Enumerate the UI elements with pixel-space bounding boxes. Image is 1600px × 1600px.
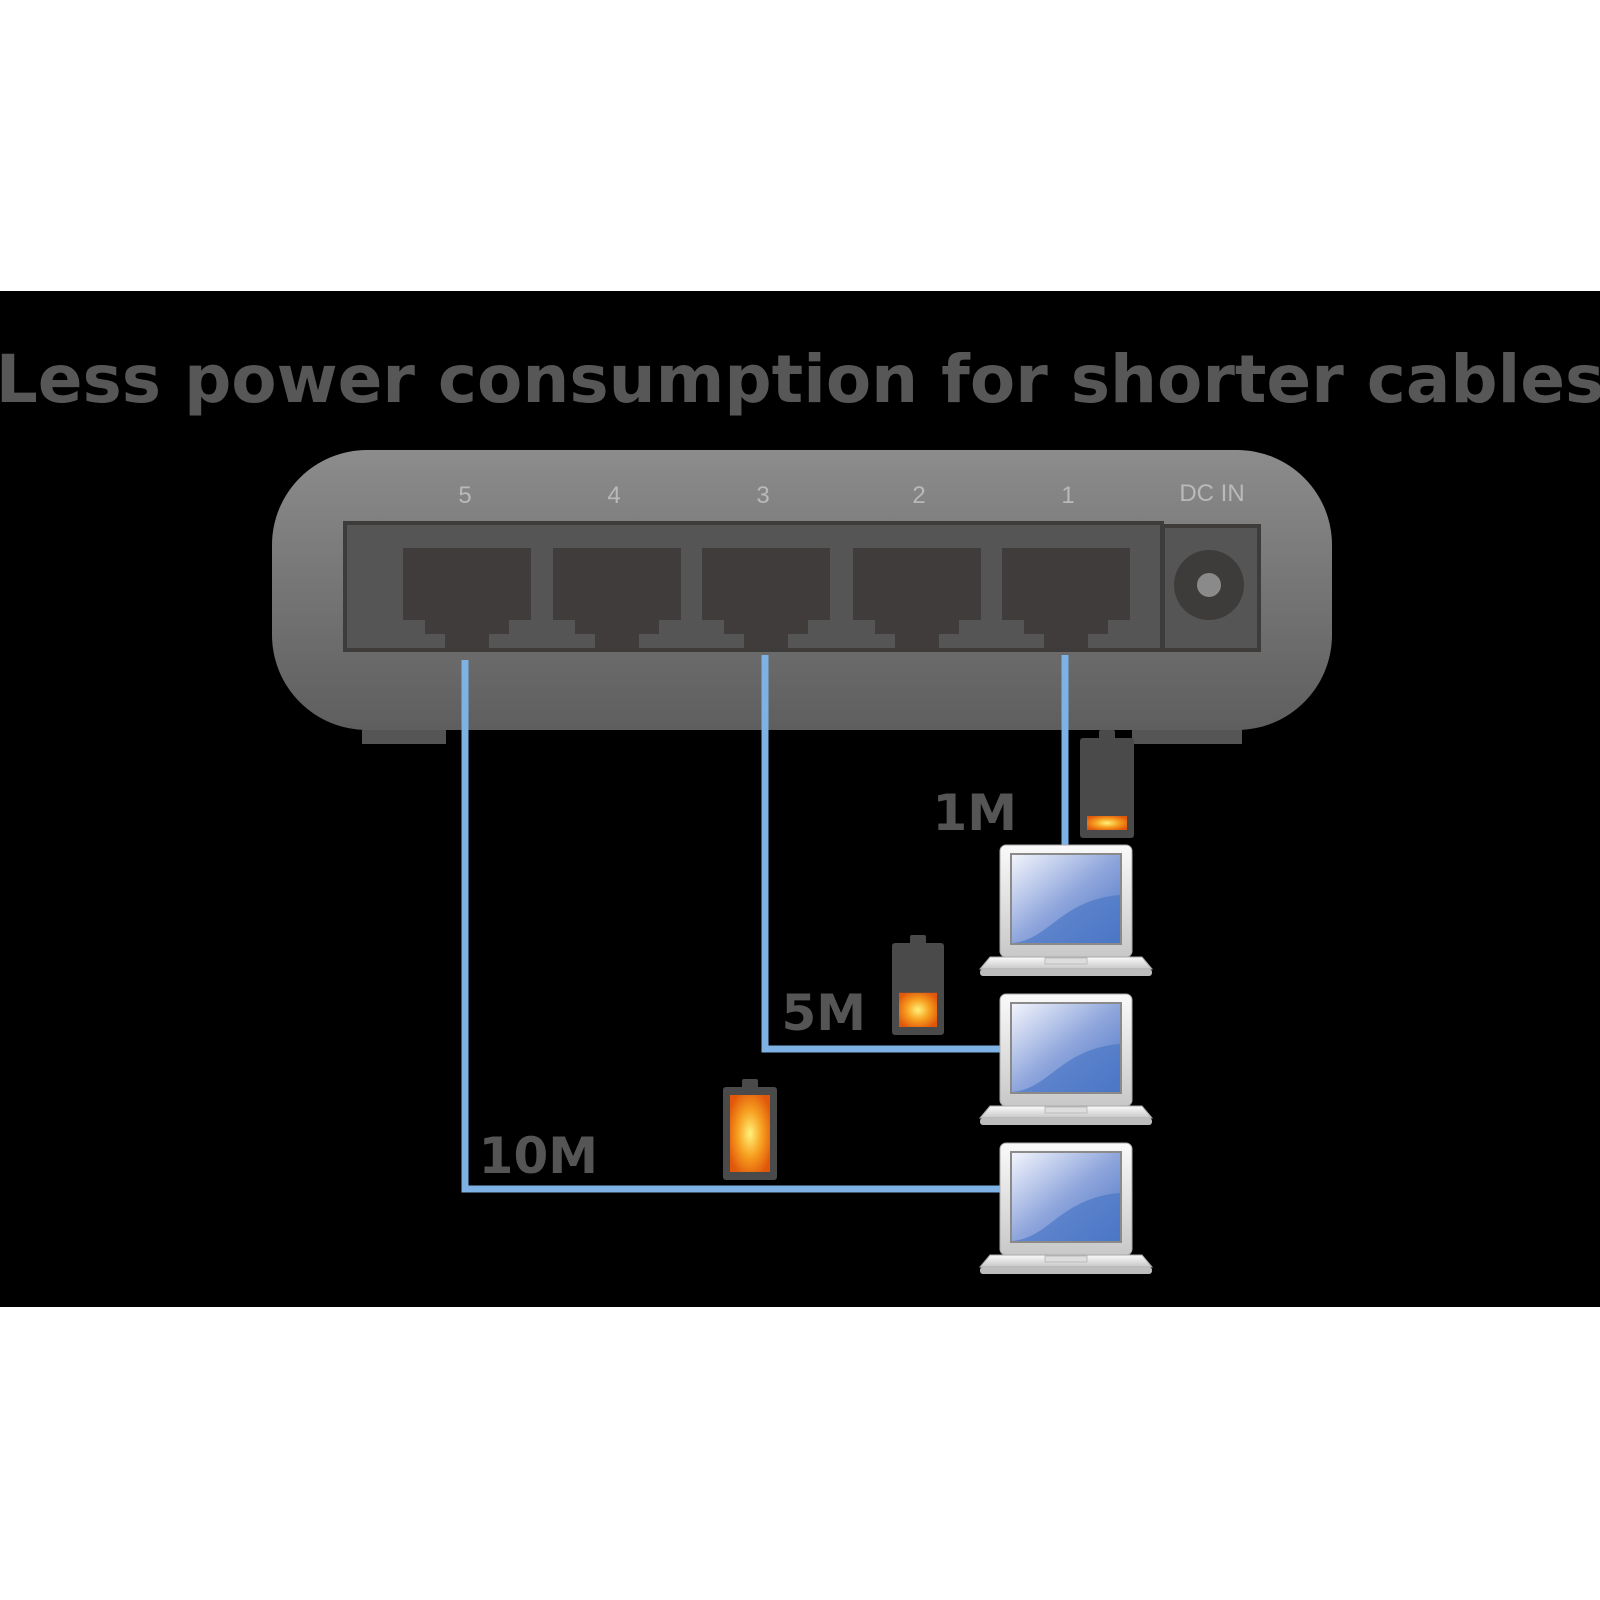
- battery-icon-10M: [723, 1079, 777, 1180]
- ethernet-port-3: [702, 548, 830, 648]
- cable-5m: [761, 655, 1002, 1053]
- dc-in-label: DC IN: [1179, 480, 1244, 507]
- length-label-10m: 10M: [479, 1127, 598, 1185]
- port-label-1: 1: [1061, 482, 1074, 509]
- battery-charge-level: [899, 992, 937, 1027]
- dc-socket-pin: [1197, 573, 1221, 597]
- black-panel: [0, 291, 1600, 1307]
- ethernet-port-1: [1002, 548, 1130, 648]
- laptop-icon-1: [979, 844, 1153, 977]
- battery-icon-1M: [1080, 730, 1134, 838]
- length-label-1m: 1M: [932, 784, 1017, 842]
- ethernet-port-2: [853, 548, 981, 648]
- port-label-4: 4: [607, 482, 620, 509]
- port-label-5: 5: [458, 482, 471, 509]
- laptop-icon-2: [979, 993, 1153, 1126]
- length-label-5m: 5M: [781, 984, 866, 1042]
- laptop-icon-3: [979, 1142, 1153, 1275]
- battery-icon-5M: [892, 935, 944, 1035]
- network-switch: 5 4 3 2 1 DC IN: [272, 450, 1332, 744]
- battery-charge-level: [1087, 816, 1127, 830]
- battery-charge-level: [730, 1095, 770, 1172]
- ethernet-port-5: [403, 548, 531, 648]
- port-label-3: 3: [756, 482, 769, 509]
- cable-10m: [461, 660, 1002, 1193]
- ethernet-port-4: [553, 548, 681, 648]
- port-label-2: 2: [912, 482, 925, 509]
- diagram-title: Less power consumption for shorter cable…: [0, 341, 1600, 418]
